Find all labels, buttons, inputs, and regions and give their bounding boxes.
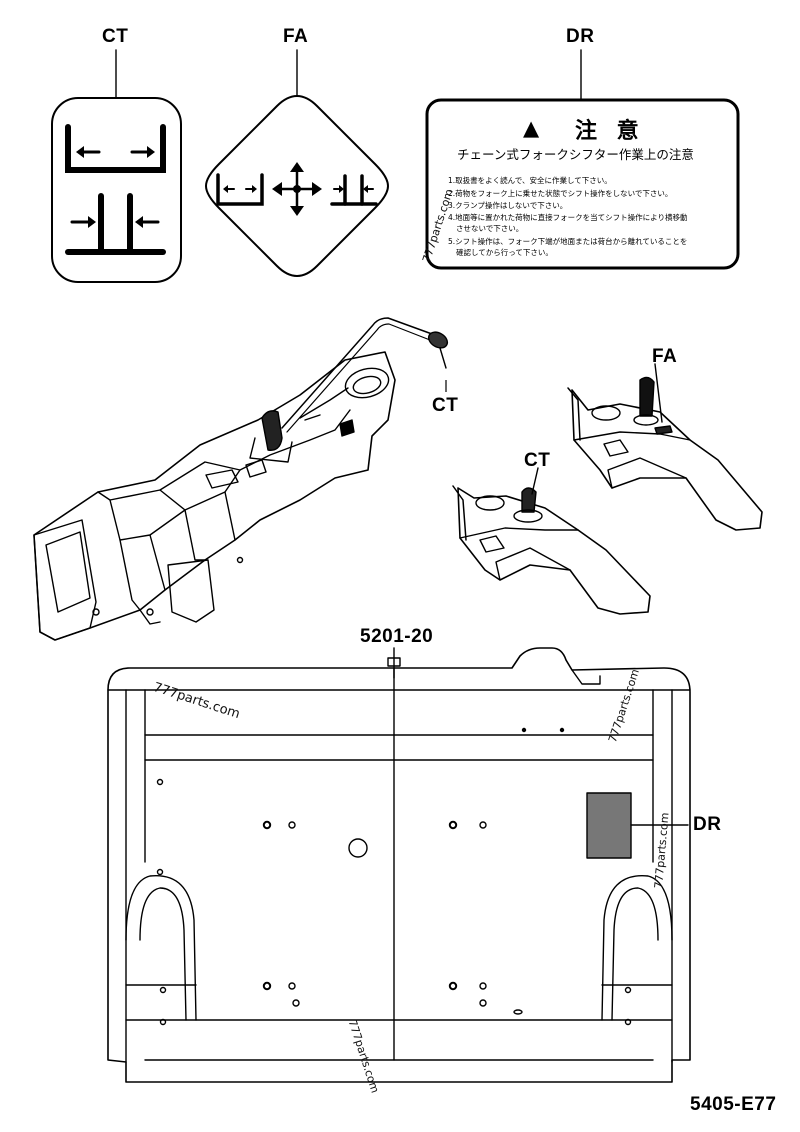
label-ct-decal: CT bbox=[102, 26, 129, 47]
caution-line-7: 確認してから行って下さい。 bbox=[456, 248, 553, 257]
ct-decal bbox=[51, 49, 182, 283]
caution-line-3: 3.クランプ操作はしないで下さい。 bbox=[448, 201, 568, 210]
seat-back-panel bbox=[107, 647, 691, 1083]
caution-line-1: 1.取扱書をよく読んで、安全に作業して下さい。 bbox=[448, 176, 612, 185]
caution-line-5: させないで下さい。 bbox=[456, 224, 524, 233]
label-fa-decal: FA bbox=[283, 26, 309, 47]
fa-decal bbox=[205, 49, 389, 277]
warning-triangle-icon: ▲ bbox=[523, 116, 540, 140]
label-ct-console: CT bbox=[432, 395, 459, 416]
caution-subtitle: チェーン式フォークシフター作業上の注意 bbox=[457, 147, 694, 162]
caution-line-6: 5.シフト操作は、フォーク下端が地面または荷台から離れていることを bbox=[448, 237, 688, 246]
armrest-console bbox=[33, 317, 449, 641]
label-fa-armrest: FA bbox=[652, 346, 678, 367]
label-part-number: 5201-20 bbox=[360, 626, 434, 647]
label-ct-armrest: CT bbox=[524, 450, 551, 471]
caution-line-4: 4.地面等に置かれた荷物に直接フォークを当てシフト操作により横移動 bbox=[448, 213, 688, 222]
caution-title: 注 意 bbox=[575, 119, 645, 144]
figure-code: 5405-E77 bbox=[690, 1094, 777, 1115]
caution-line-2: 2.荷物をフォーク上に乗せた状態でシフト操作をしないで下さい。 bbox=[448, 189, 673, 198]
fa-armrest bbox=[567, 363, 763, 531]
ct-armrest bbox=[452, 467, 651, 615]
label-dr-decal: DR bbox=[566, 26, 595, 47]
dr-decal bbox=[425, 49, 740, 270]
label-dr-panel: DR bbox=[693, 814, 722, 835]
